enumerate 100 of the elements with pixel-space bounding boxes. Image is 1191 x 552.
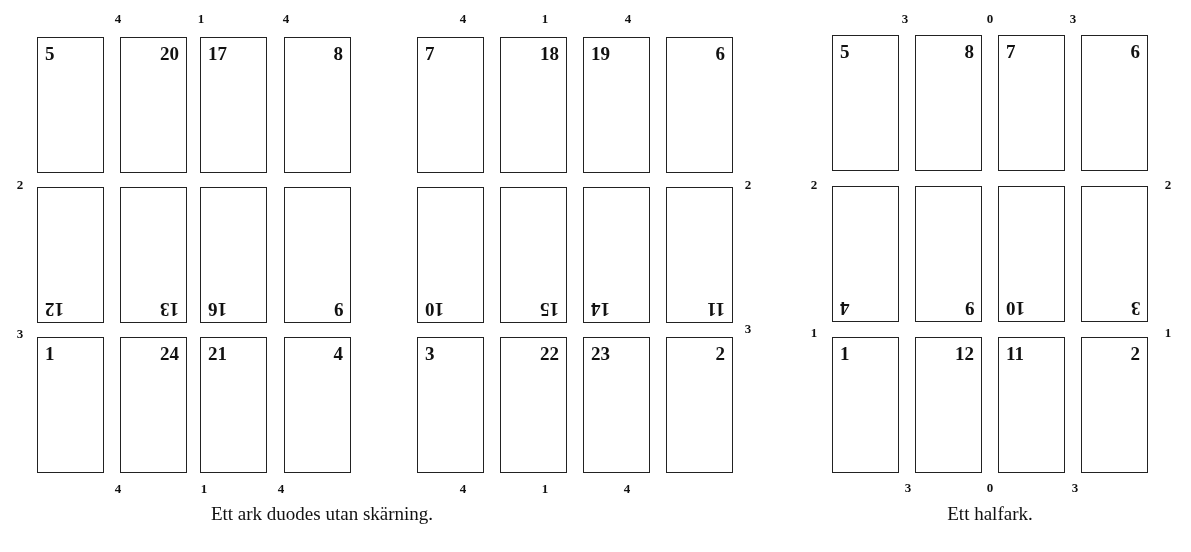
page-number: 23 bbox=[591, 344, 610, 364]
page-box bbox=[500, 337, 567, 473]
page-number: 5 bbox=[45, 44, 55, 64]
fold-mark-number: 2 bbox=[1164, 178, 1172, 192]
page-number: 6 bbox=[715, 44, 725, 64]
page-box bbox=[1081, 186, 1148, 322]
page-box bbox=[200, 37, 267, 173]
page-box bbox=[666, 37, 733, 173]
page-number: 9 bbox=[964, 298, 974, 318]
fold-mark-number: 4 bbox=[623, 482, 631, 496]
fold-mark-number: 4 bbox=[459, 12, 467, 26]
page-number: 4 bbox=[333, 344, 343, 364]
fold-mark-number: 0 bbox=[986, 12, 994, 26]
page-box bbox=[832, 186, 899, 322]
page-number: 1 bbox=[840, 344, 850, 364]
page-box bbox=[915, 35, 982, 171]
page-box bbox=[832, 35, 899, 171]
page-box bbox=[998, 337, 1065, 473]
page-number: 4 bbox=[840, 298, 850, 318]
fold-mark-number: 3 bbox=[901, 12, 909, 26]
page-box bbox=[500, 37, 567, 173]
page-number: 10 bbox=[425, 299, 444, 319]
page-number: 8 bbox=[964, 42, 974, 62]
page-number: 6 bbox=[1130, 42, 1140, 62]
page-box bbox=[998, 35, 1065, 171]
page-number: 11 bbox=[1006, 344, 1024, 364]
page-box bbox=[37, 37, 104, 173]
fold-mark-number: 3 bbox=[904, 481, 912, 495]
page-box bbox=[284, 337, 351, 473]
page-box bbox=[200, 337, 267, 473]
page-box bbox=[666, 337, 733, 473]
page-number: 3 bbox=[1130, 298, 1140, 318]
caption: Ett ark duodes utan skärning. bbox=[210, 503, 434, 525]
fold-mark-number: 3 bbox=[1069, 12, 1077, 26]
page-box bbox=[120, 337, 187, 473]
fold-mark-number: 2 bbox=[744, 178, 752, 192]
fold-mark-number: 3 bbox=[744, 322, 752, 336]
page-box bbox=[417, 187, 484, 323]
page-number: 21 bbox=[208, 344, 227, 364]
page-box bbox=[417, 337, 484, 473]
page-number: 14 bbox=[591, 299, 610, 319]
page-number: 19 bbox=[591, 44, 610, 64]
page-number: 8 bbox=[333, 44, 343, 64]
page-number: 17 bbox=[208, 44, 227, 64]
fold-mark-number: 0 bbox=[986, 481, 994, 495]
page-box bbox=[1081, 35, 1148, 171]
page-number: 2 bbox=[715, 344, 725, 364]
page-number: 12 bbox=[955, 344, 974, 364]
page-number: 22 bbox=[540, 344, 559, 364]
fold-mark-number: 4 bbox=[114, 482, 122, 496]
page-number: 11 bbox=[707, 299, 725, 319]
page-number: 5 bbox=[840, 42, 850, 62]
page-number: 3 bbox=[425, 344, 435, 364]
fold-mark-number: 3 bbox=[1071, 481, 1079, 495]
fold-mark-number: 3 bbox=[16, 327, 24, 341]
page-box bbox=[500, 187, 567, 323]
page-box bbox=[200, 187, 267, 323]
page-number: 1 bbox=[45, 344, 55, 364]
page-number: 15 bbox=[540, 299, 559, 319]
page-number: 7 bbox=[425, 44, 435, 64]
fold-mark-number: 4 bbox=[277, 482, 285, 496]
page-number: 24 bbox=[160, 344, 179, 364]
fold-mark-number: 1 bbox=[541, 12, 549, 26]
page-box bbox=[120, 187, 187, 323]
page-number: 10 bbox=[1006, 298, 1025, 318]
fold-mark-number: 4 bbox=[624, 12, 632, 26]
fold-mark-number: 1 bbox=[810, 326, 818, 340]
fold-mark-number: 1 bbox=[200, 482, 208, 496]
page-box bbox=[583, 337, 650, 473]
page-number: 16 bbox=[208, 299, 227, 319]
page-box bbox=[583, 187, 650, 323]
page-number: 20 bbox=[160, 44, 179, 64]
page-number: 7 bbox=[1006, 42, 1016, 62]
page-number: 2 bbox=[1130, 344, 1140, 364]
page-box bbox=[417, 37, 484, 173]
page-box bbox=[284, 37, 351, 173]
caption: Ett halfark. bbox=[947, 503, 1033, 525]
page-number: 18 bbox=[540, 44, 559, 64]
page-box bbox=[1081, 337, 1148, 473]
fold-mark-number: 2 bbox=[810, 178, 818, 192]
page-box bbox=[583, 37, 650, 173]
page-box bbox=[37, 337, 104, 473]
fold-mark-number: 1 bbox=[1164, 326, 1172, 340]
page-box bbox=[120, 37, 187, 173]
page-number: 12 bbox=[45, 299, 64, 319]
page-number: 9 bbox=[333, 299, 343, 319]
page-number: 13 bbox=[160, 299, 179, 319]
fold-mark-number: 2 bbox=[16, 178, 24, 192]
fold-mark-number: 4 bbox=[282, 12, 290, 26]
page-box bbox=[37, 187, 104, 323]
page-box bbox=[284, 187, 351, 323]
page-box bbox=[998, 186, 1065, 322]
page-box bbox=[832, 337, 899, 473]
fold-mark-number: 1 bbox=[541, 482, 549, 496]
page-box bbox=[666, 187, 733, 323]
fold-mark-number: 4 bbox=[114, 12, 122, 26]
fold-mark-number: 4 bbox=[459, 482, 467, 496]
fold-mark-number: 1 bbox=[197, 12, 205, 26]
page-box bbox=[915, 186, 982, 322]
page-box bbox=[915, 337, 982, 473]
